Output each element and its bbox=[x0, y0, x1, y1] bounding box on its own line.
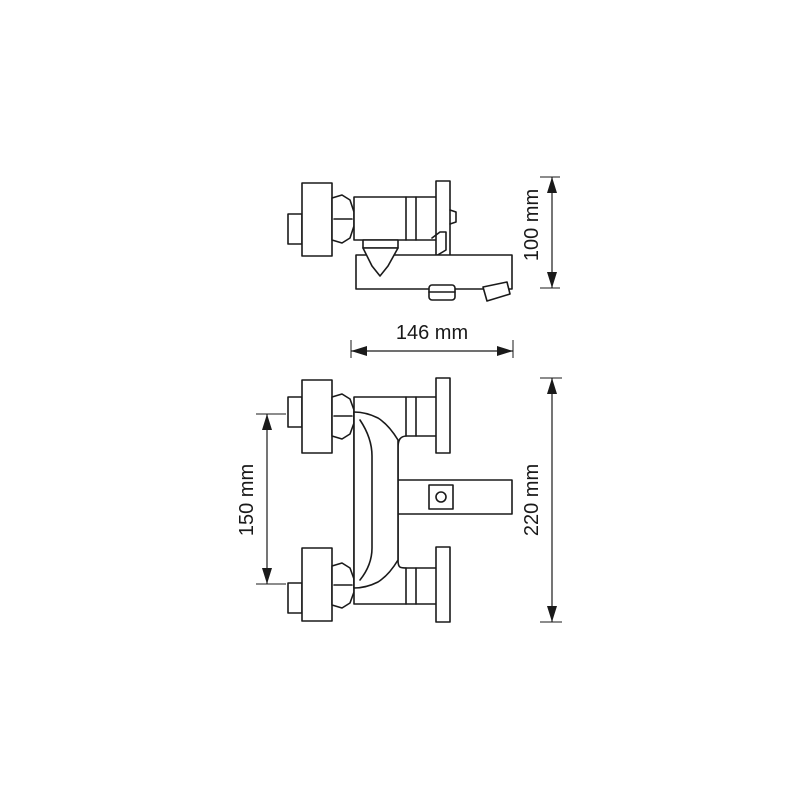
front-center-column bbox=[353, 411, 399, 589]
side-wall-stub bbox=[287, 213, 303, 245]
lower-wall-flange bbox=[301, 547, 333, 622]
height-arrow-bottom bbox=[547, 272, 557, 288]
upper-cross-handle bbox=[435, 377, 451, 454]
height-dimension: 100 mm bbox=[521, 176, 560, 289]
width-dimension: 220 mm bbox=[521, 377, 562, 623]
width-arrow-bottom bbox=[547, 606, 557, 622]
width-label: 220 mm bbox=[521, 464, 543, 536]
side-diverter bbox=[431, 231, 447, 257]
depth-arrow-right bbox=[497, 346, 513, 356]
side-wall-flange bbox=[301, 182, 333, 257]
side-spout-tip bbox=[482, 281, 511, 302]
front-view bbox=[287, 377, 513, 623]
height-arrow-top bbox=[547, 177, 557, 193]
width-arrow-top bbox=[547, 378, 557, 394]
centres-label: 150 mm bbox=[236, 464, 258, 536]
side-cross-handle bbox=[435, 180, 451, 257]
side-collar bbox=[362, 239, 399, 249]
centres-arrow-top bbox=[262, 414, 272, 430]
lower-wall-stub bbox=[287, 582, 303, 614]
upper-wall-flange bbox=[301, 379, 333, 454]
side-view bbox=[287, 180, 513, 302]
upper-wall-stub bbox=[287, 396, 303, 428]
depth-arrow-left bbox=[351, 346, 367, 356]
front-aerator bbox=[428, 484, 454, 510]
height-label: 100 mm bbox=[521, 189, 543, 261]
depth-dimension: 146 mm bbox=[350, 322, 514, 358]
depth-label: 146 mm bbox=[396, 322, 468, 344]
side-cone bbox=[362, 247, 399, 277]
centres-dimension: 150 mm bbox=[236, 413, 286, 585]
centres-arrow-bottom bbox=[262, 568, 272, 584]
side-main-body bbox=[353, 196, 439, 241]
lower-cross-handle bbox=[435, 546, 451, 623]
